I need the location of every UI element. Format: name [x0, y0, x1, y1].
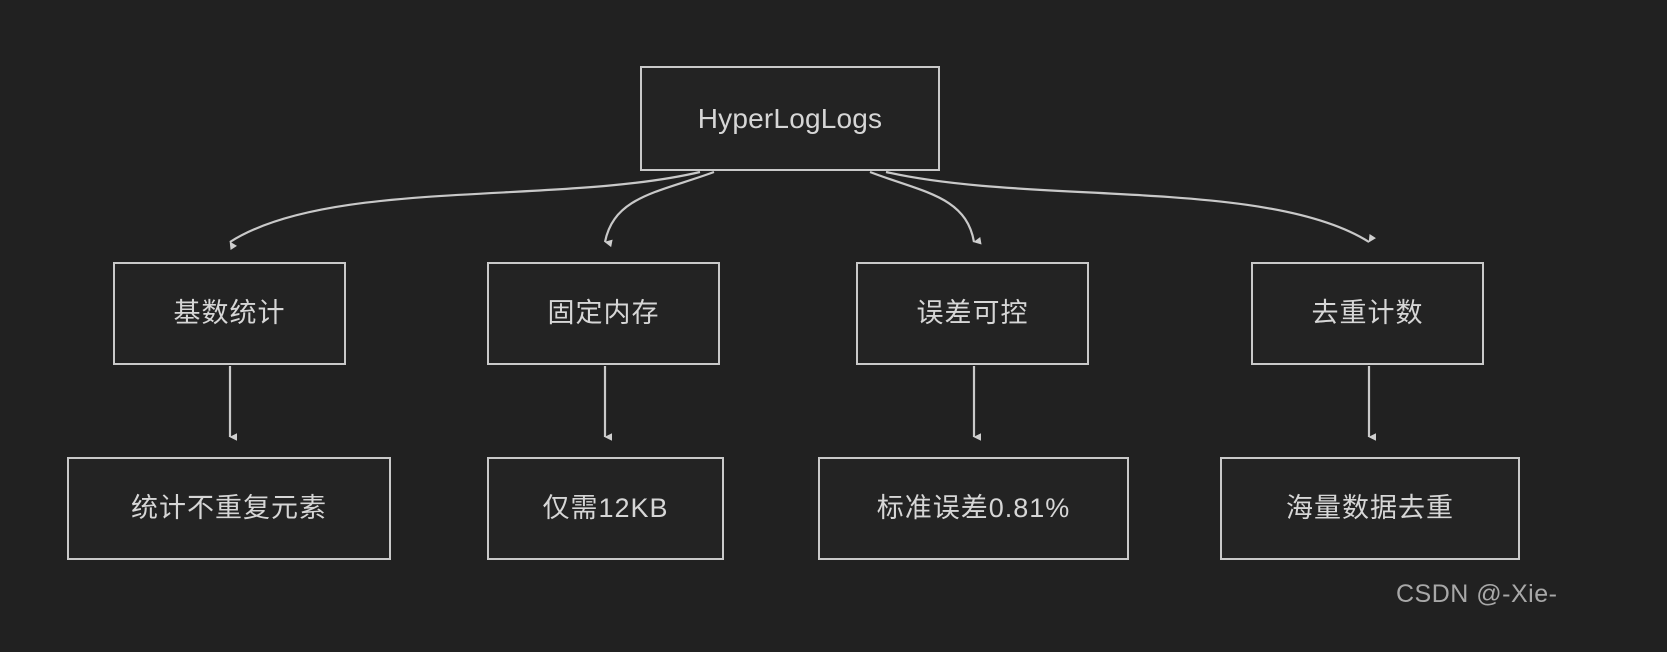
node-mid-2[interactable]: 固定内存	[487, 262, 720, 365]
node-leaf-2[interactable]: 仅需12KB	[487, 457, 724, 560]
node-mid-4[interactable]: 去重计数	[1251, 262, 1484, 365]
node-mid-4-label: 去重计数	[1311, 298, 1424, 329]
node-root-label: HyperLogLogs	[697, 102, 883, 134]
node-leaf-3-label: 标准误差0.81%	[876, 493, 1071, 524]
watermark: CSDN @-Xie-	[1396, 580, 1558, 608]
node-mid-1[interactable]: 基数统计	[113, 262, 346, 365]
node-leaf-4-label: 海量数据去重	[1286, 493, 1454, 524]
node-mid-1-label: 基数统计	[173, 298, 286, 329]
node-leaf-1[interactable]: 统计不重复元素	[67, 457, 391, 560]
node-leaf-1-label: 统计不重复元素	[131, 493, 327, 524]
node-root[interactable]: HyperLogLogs	[640, 66, 940, 171]
edge-root-to-mid-3	[869, 170, 982, 245]
node-mid-3-label: 误差可控	[916, 298, 1029, 329]
node-leaf-2-label: 仅需12KB	[542, 493, 669, 524]
edge-root-to-mid-2	[603, 170, 715, 248]
edge-root-to-mid-4	[885, 170, 1376, 243]
node-mid-3[interactable]: 误差可控	[856, 262, 1089, 365]
node-leaf-3[interactable]: 标准误差0.81%	[818, 457, 1129, 560]
edge-root-to-mid-1	[229, 170, 701, 250]
node-mid-2-label: 固定内存	[547, 298, 660, 329]
node-leaf-4[interactable]: 海量数据去重	[1220, 457, 1520, 560]
